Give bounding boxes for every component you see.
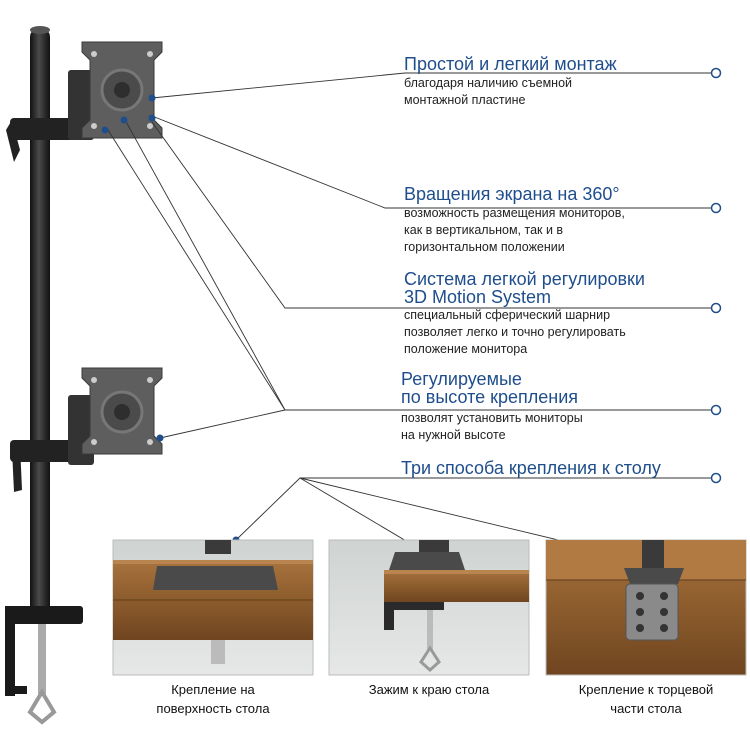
- feature-title-3d-motion-line2: 3D Motion System: [404, 287, 552, 307]
- caption-surface-mount: Крепление на поверхность стола: [156, 682, 270, 716]
- feature-title-rotation: Вращения экрана на 360°: [404, 184, 620, 204]
- mount-photo-clamp: [328, 539, 530, 676]
- caption-end-mount: Крепление к торцевой части стола: [578, 682, 714, 716]
- feature-desc-rotation: возможность размещения мониторов, как в …: [404, 206, 625, 254]
- leader-lines: [107, 72, 715, 551]
- feature-desc-easy-mount: благодаря наличию съемной монтажной плас…: [404, 76, 573, 107]
- feature-title-desk-mounting: Три способа крепления к столу: [401, 458, 661, 478]
- lower-arm: [10, 367, 163, 492]
- caption-edge-clamp: Зажим к краю стола: [368, 682, 490, 697]
- feature-desc-3d-motion: специальный сферический шарнир позволяет…: [404, 308, 626, 356]
- upper-vesa-plate: [81, 41, 163, 139]
- callout-dots: [101, 67, 722, 554]
- lower-vesa-plate: [81, 367, 163, 455]
- feature-title-3d-motion-line1: Система легкой регулировки: [404, 269, 645, 289]
- mount-photo-surface: [112, 539, 314, 676]
- mount-photo-end: [545, 539, 747, 676]
- feature-desc-height: позволят установить мониторы на нужной в…: [401, 411, 583, 442]
- feature-title-easy-mount: Простой и легкий монтаж: [404, 54, 617, 74]
- mount-pole: [5, 26, 83, 725]
- upper-arm: [6, 41, 163, 162]
- feature-title-height-line1: Регулируемые: [401, 369, 522, 389]
- feature-title-height-line2: по высоте крепления: [401, 387, 579, 407]
